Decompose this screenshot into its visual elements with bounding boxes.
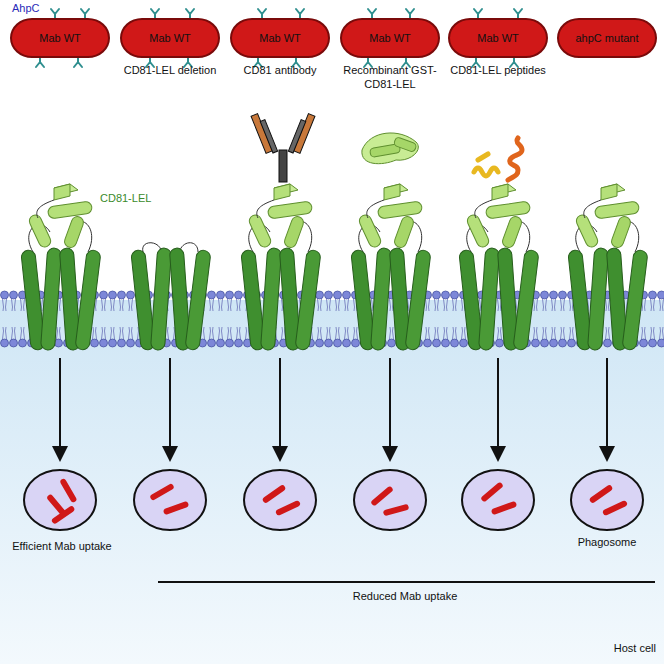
protein-label: CD81-LEL (100, 192, 151, 206)
outcome-label: Efficient Mab uptake (3, 540, 121, 554)
condition-label: CD81-LEL peptides (448, 64, 548, 78)
condition-label: CD81-LEL deletion (120, 64, 220, 78)
bacterium-cell: Mab WT (10, 18, 110, 58)
outcome-label: Reduced Mab uptake (305, 590, 505, 604)
bacterium-label: Mab WT (477, 32, 519, 44)
bacterium-label: ahpC mutant (576, 32, 639, 44)
bacterium-label: Mab WT (369, 32, 411, 44)
bacterium-cell: ahpC mutant (557, 18, 657, 58)
bacterium-label: Mab WT (149, 32, 191, 44)
bacterium-cell: Mab WT (340, 18, 440, 58)
structure-label: Phagosome (562, 536, 652, 550)
bacterium-label: Mab WT (259, 32, 301, 44)
bacterium-cell: Mab WT (230, 18, 330, 58)
protein-label: AhpC (12, 2, 40, 16)
condition-label: Recombinant GST-CD81-LEL (335, 64, 445, 92)
bacterium-label: Mab WT (39, 32, 81, 44)
region-label: Host cell (614, 642, 656, 656)
bacterium-cell: Mab WT (448, 18, 548, 58)
bacterium-cell: Mab WT (120, 18, 220, 58)
condition-label: CD81 antibody (230, 64, 330, 78)
